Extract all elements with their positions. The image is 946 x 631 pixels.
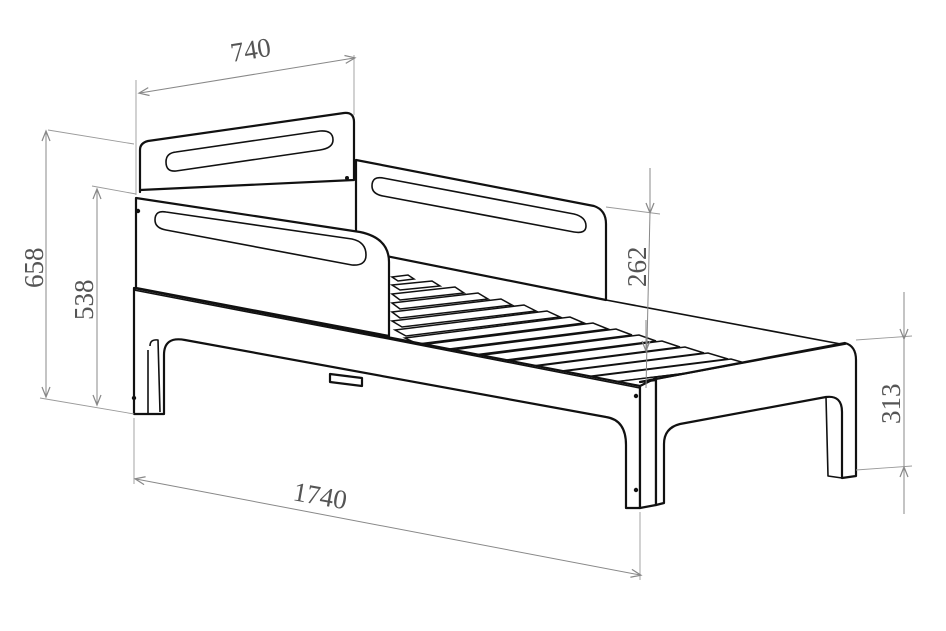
dim-label-side-height: 538	[69, 280, 99, 321]
foot-end-top-edge	[639, 343, 847, 383]
foot-end-inner-leg	[825, 396, 843, 479]
back-side-rail-slot	[371, 176, 587, 234]
back-headboard-screw	[345, 176, 349, 180]
front-side-rail-slot	[154, 210, 367, 266]
dim-label-leg-height: 313	[876, 384, 906, 425]
corner-screw-top	[633, 393, 639, 399]
front-rail-screw	[135, 208, 141, 214]
dim-label-length: 1740	[291, 476, 349, 515]
back-side-rail	[354, 158, 608, 302]
front-long-beam	[132, 286, 642, 510]
back-headboard-slot	[165, 130, 334, 172]
back-headboard	[138, 111, 356, 194]
front-beam-inner-edge	[149, 339, 161, 413]
center-support-bracket	[328, 372, 364, 388]
head-corner-screw	[131, 395, 137, 401]
dim-line-width	[137, 54, 357, 97]
foot-end-panel	[638, 341, 858, 507]
foot-corner-leg	[638, 376, 658, 510]
bed	[131, 111, 858, 510]
front-beam-top-edge	[133, 289, 641, 389]
dim-label-rail-height: 262	[622, 247, 652, 288]
front-side-rail	[134, 196, 391, 338]
dim-label-total-height: 658	[19, 248, 49, 289]
dim-label-width: 740	[228, 32, 273, 68]
corner-screw-bottom	[633, 487, 639, 493]
dim-line-length	[133, 476, 643, 578]
